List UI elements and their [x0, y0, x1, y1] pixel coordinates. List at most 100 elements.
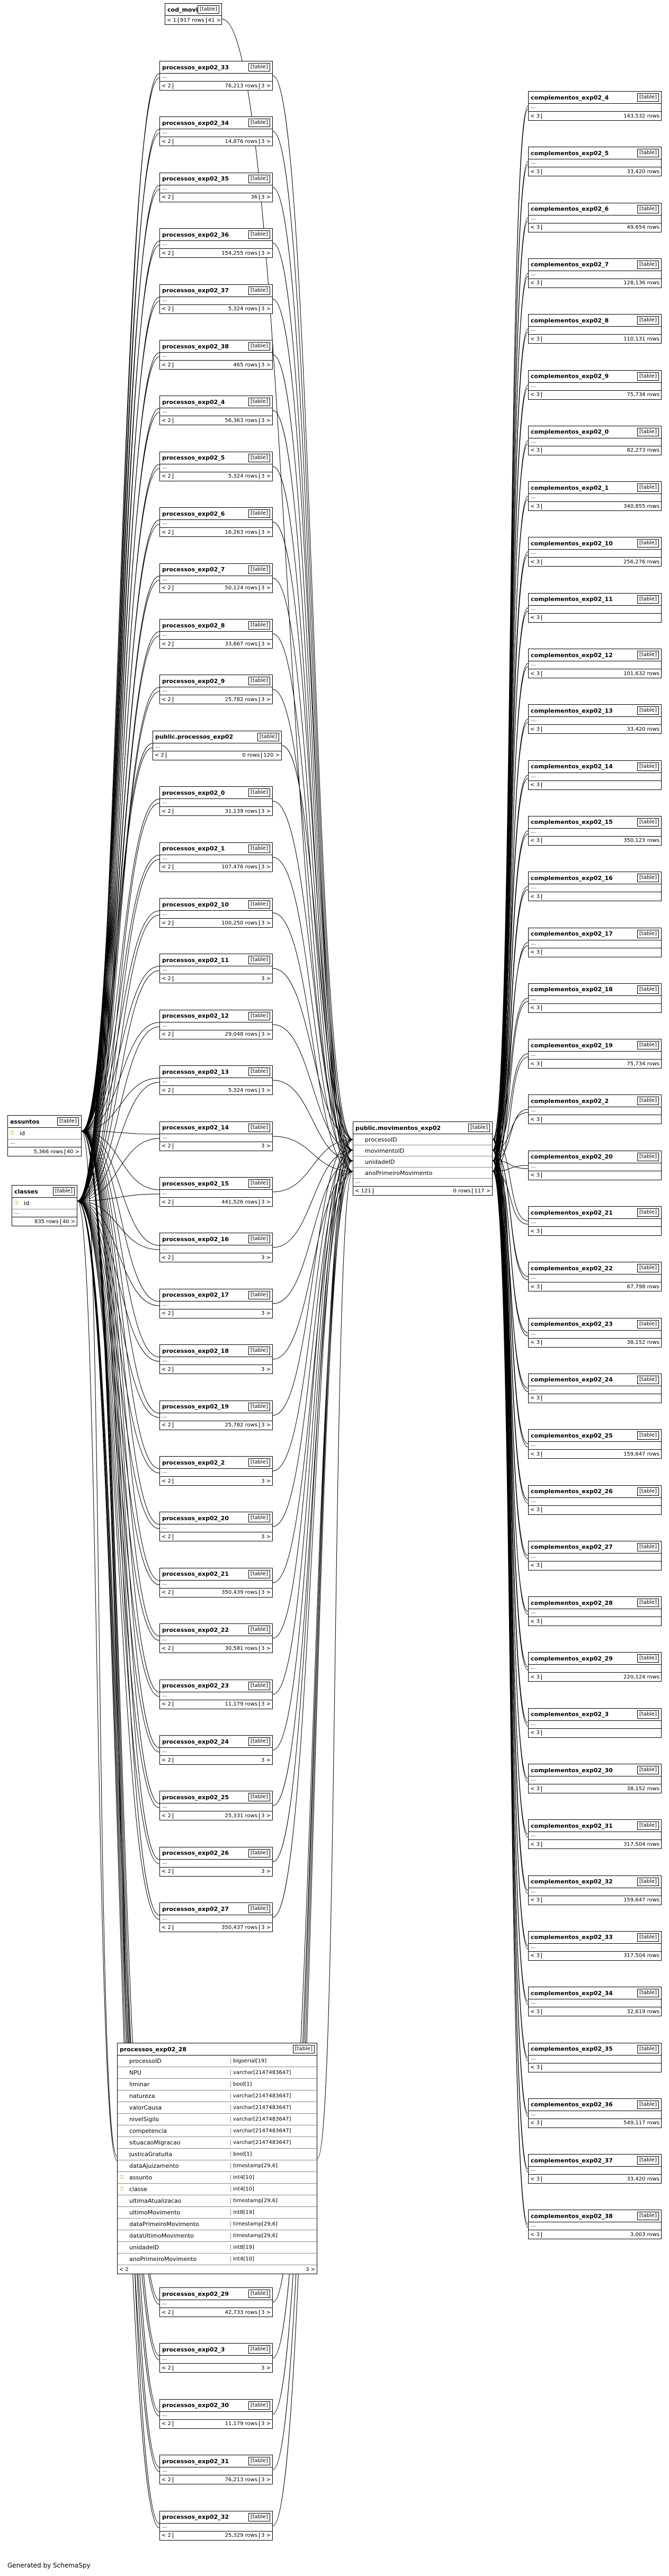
fk-line-processos-movimentos [272, 1139, 353, 1416]
table-box[interactable]: complementos_exp02_3[table]...< 3 [528, 1708, 662, 1738]
table-tag: [table] [248, 1848, 270, 1857]
table-box[interactable]: complementos_exp02_27[table]...< 3 [528, 1540, 662, 1570]
row-count: 0 rows [166, 752, 262, 759]
ellipsis: ... [160, 1134, 272, 1142]
ellipsis: ... [529, 1107, 661, 1116]
table-box[interactable]: complementos_exp02_16[table]...< 3 [528, 872, 662, 902]
table-box[interactable]: complementos_exp02_14[table]...< 3 [528, 760, 662, 790]
fk-line-classes [77, 1138, 160, 1201]
fk-line-classes [77, 691, 160, 1201]
table-box[interactable]: complementos_exp02_18[table]...< 3 [528, 983, 662, 1013]
fk-line-processos-movimentos [272, 1160, 353, 1304]
table-box[interactable]: complementos_exp02_26[table]...< 3 [528, 1485, 662, 1515]
table-name: processos_exp02_35 [162, 175, 229, 183]
table-box[interactable]: complementos_exp02_28[table]...< 3 [528, 1596, 662, 1627]
fk-line-movimentos-complementos [492, 1160, 529, 1671]
table-box[interactable]: complementos_exp02_24[table]...< 3 [528, 1373, 662, 1403]
table-box[interactable]: complementos_exp02_11[table]...< 3 [528, 593, 662, 623]
table-movimentos-exp02[interactable]: public.movimentos_exp02[table] processoI… [353, 1121, 493, 1196]
table-name: processos_exp02_13 [162, 1068, 229, 1075]
table-tag: [table] [637, 985, 659, 994]
table-box[interactable]: complementos_exp02_21[table]...< 3 [528, 1206, 662, 1236]
table-box[interactable]: complementos_exp02_17[table]...< 3 [528, 927, 662, 957]
table-box[interactable]: complementos_exp02_2[table]...< 3 [528, 1094, 662, 1125]
table-box[interactable]: complementos_exp02_35[table]...< 3 [528, 2042, 662, 2072]
table-tag: [table] [637, 2044, 659, 2053]
table-tag: [table] [637, 1933, 659, 1942]
table-box[interactable]: complementos_exp02_20[table]...< 3 [528, 1150, 662, 1180]
fk-line-processos-movimentos [272, 354, 353, 1151]
children-count: 3 > [261, 2309, 271, 2315]
